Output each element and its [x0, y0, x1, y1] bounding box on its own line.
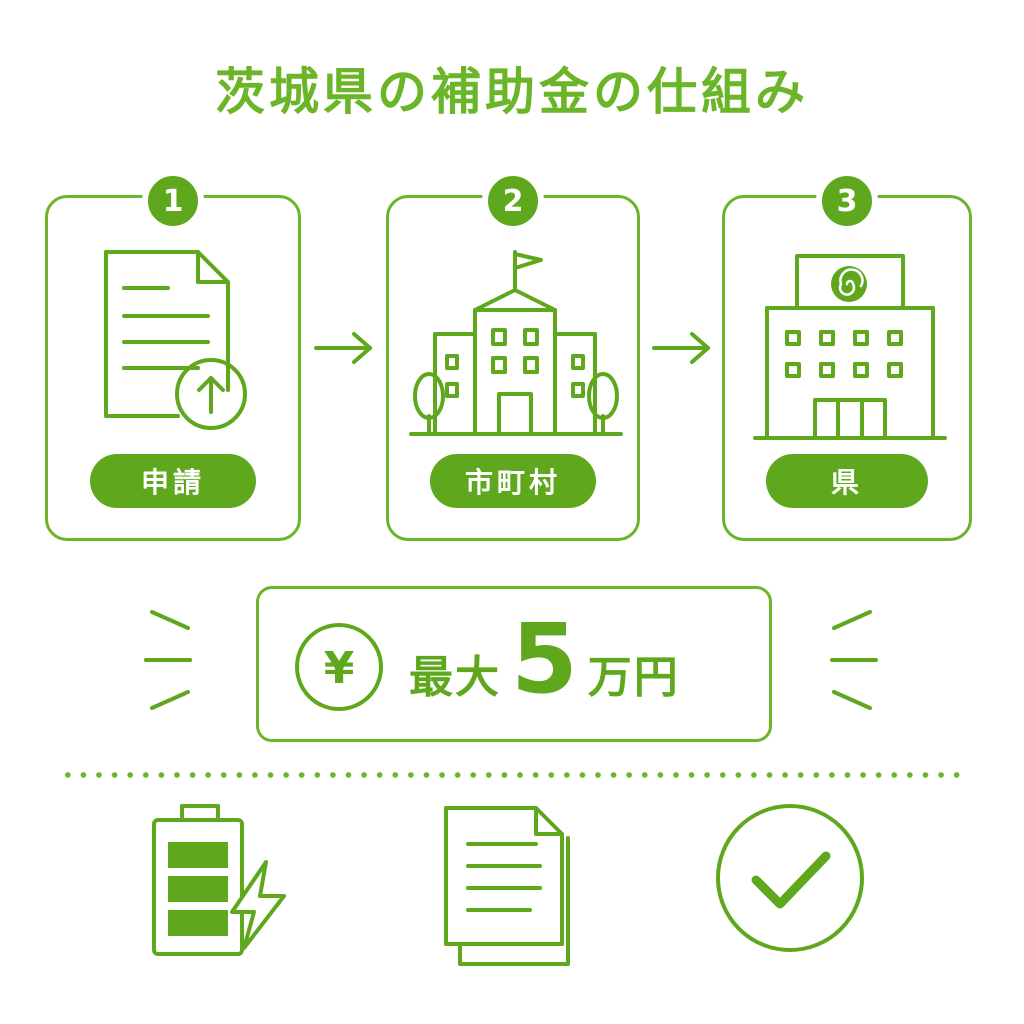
svg-text:¥: ¥ — [324, 643, 355, 694]
yen-icon: ¥ — [295, 623, 383, 711]
step-card-application: 1 申請 — [45, 170, 301, 541]
step-label-application: 申請 — [90, 454, 256, 508]
step-number-1: 1 — [142, 170, 204, 232]
step-label-municipality: 市町村 — [430, 454, 596, 508]
page-title: 茨城県の補助金の仕組み — [215, 63, 809, 121]
amount-number: 5 — [511, 603, 578, 715]
dotted-divider — [60, 772, 964, 778]
battery-charging-icon — [152, 804, 286, 956]
arrow-right-icon — [652, 332, 710, 364]
max-amount-text: 最大 5 万円 — [409, 603, 680, 753]
step-card-prefecture: 3 県 — [722, 170, 972, 541]
step-number-3: 3 — [816, 170, 878, 232]
step-card-municipality: 2 市町村 — [386, 170, 640, 541]
prefecture-emblem-icon — [831, 266, 867, 302]
documents-icon — [444, 806, 570, 966]
document-upload-icon — [104, 250, 247, 430]
step-label-prefecture: 県 — [766, 454, 928, 508]
school-building-icon — [409, 250, 623, 436]
amount-prefix: 最大 — [409, 652, 501, 703]
check-circle-icon — [716, 804, 864, 952]
government-building-icon — [753, 254, 947, 440]
amount-unit: 万円 — [587, 652, 680, 703]
burst-lines-right-icon — [830, 610, 878, 710]
max-amount-box: ¥ 最大 5 万円 — [256, 586, 772, 742]
step-number-2: 2 — [482, 170, 544, 232]
arrow-right-icon — [314, 332, 372, 364]
burst-lines-left-icon — [144, 610, 192, 710]
